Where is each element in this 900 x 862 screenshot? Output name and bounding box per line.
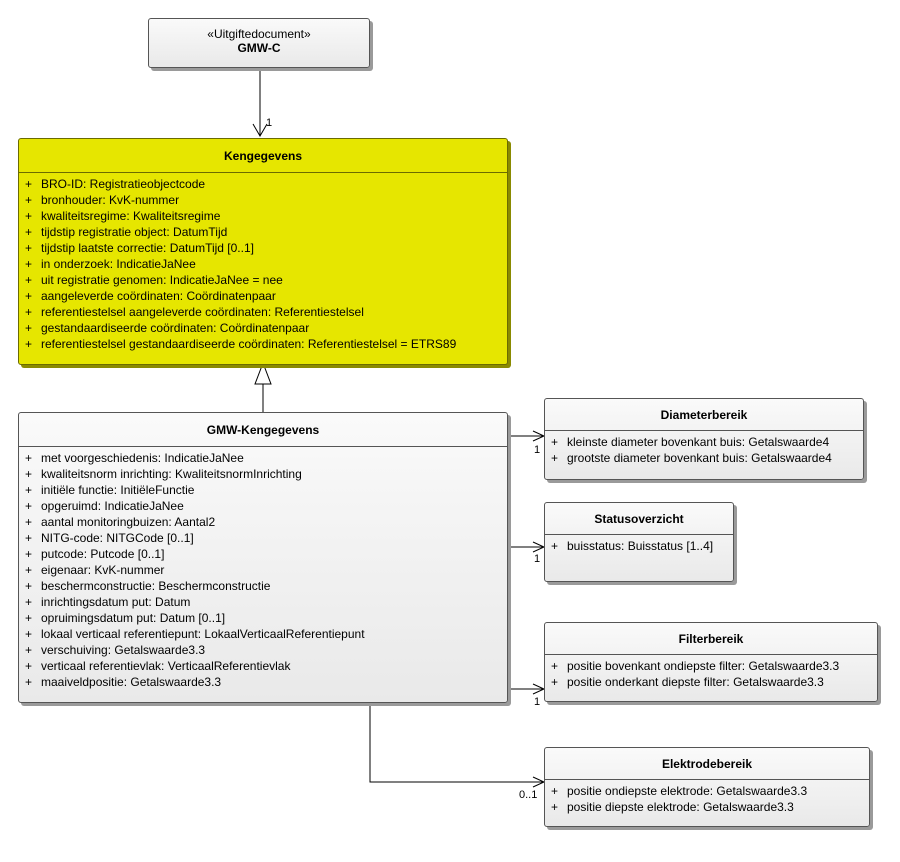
attribute-row: +kwaliteitsnorm inrichting: Kwaliteitsno… (25, 467, 302, 481)
association-diameterbereik (508, 430, 546, 442)
multiplicity-filter: 1 (534, 696, 541, 708)
attribute-row: +tijdstip laatste correctie: DatumTijd [… (25, 241, 254, 255)
class-statusoverzicht[interactable]: Statusoverzicht +buisstatus: Buisstatus … (544, 502, 734, 582)
attribute-list: +buisstatus: Buisstatus [1..4] (545, 535, 733, 554)
class-diameterbereik[interactable]: Diameterbereik +kleinste diameter bovenk… (544, 398, 864, 480)
attribute-row: +uit registratie genomen: IndicatieJaNee… (25, 273, 283, 287)
class-gmw-kengegevens[interactable]: GMW-Kengegevens +met voorgeschiedenis: I… (18, 412, 508, 703)
attribute-row: +tijdstip registratie object: DatumTijd (25, 225, 228, 239)
attribute-row: +verschuiving: Getalswaarde3.3 (25, 643, 206, 657)
attribute-list: +met voorgeschiedenis: IndicatieJaNee +k… (19, 447, 507, 690)
class-kengegevens[interactable]: Kengegevens +BRO-ID: Registratieobjectco… (18, 138, 508, 365)
multiplicity-gmwc: 1 (266, 117, 273, 129)
attribute-row: +in onderzoek: IndicatieJaNee (25, 257, 196, 271)
attribute-row: +met voorgeschiedenis: IndicatieJaNee (25, 451, 244, 465)
attribute-list: +kleinste diameter bovenkant buis: Getal… (545, 431, 863, 466)
generalization-arrow (254, 361, 272, 412)
attribute-row: +initiële functie: InitiëleFunctie (25, 483, 195, 497)
attribute-row: +referentiestelsel gestandaardiseerde co… (25, 337, 457, 351)
attribute-list: +BRO-ID: Registratieobjectcode +bronhoud… (19, 173, 507, 352)
attribute-row: +referentiestelsel aangeleverde coördina… (25, 305, 364, 319)
attribute-row: +kleinste diameter bovenkant buis: Getal… (551, 435, 830, 449)
attribute-row: +aangeleverde coördinaten: Coördinatenpa… (25, 289, 276, 303)
class-name: Elektrodebereik (545, 748, 869, 780)
attribute-row: +eigenaar: KvK-nummer (25, 563, 165, 577)
attribute-row: +positie onderkant diepste filter: Getal… (551, 675, 824, 689)
stereotype-label: «Uitgiftedocument» (207, 27, 311, 41)
attribute-row: +bronhouder: KvK-nummer (25, 193, 180, 207)
attribute-row: +grootste diameter bovenkant buis: Getal… (551, 451, 832, 465)
multiplicity-diameter: 1 (534, 444, 541, 456)
attribute-row: +putcode: Putcode [0..1] (25, 547, 165, 561)
attribute-row: +beschermconstructie: Beschermconstructi… (25, 579, 271, 593)
attribute-row: +lokaal verticaal referentiepunt: Lokaal… (25, 627, 365, 641)
attribute-row: +NITG-code: NITGCode [0..1] (25, 531, 194, 545)
class-header: «Uitgiftedocument» GMW-C (149, 19, 369, 55)
association-gmwc-kengegevens (252, 68, 268, 137)
attribute-row: +opgeruimd: IndicatieJaNee (25, 499, 184, 513)
attribute-list: +positie ondiepste elektrode: Getalswaar… (545, 780, 869, 815)
attribute-row: +positie ondiepste elektrode: Getalswaar… (551, 784, 808, 798)
attribute-row: +gestandaardiseerde coördinaten: Coördin… (25, 321, 310, 335)
class-name: Diameterbereik (545, 399, 863, 431)
class-gmw-c[interactable]: «Uitgiftedocument» GMW-C (148, 18, 370, 68)
attribute-list: +positie bovenkant ondiepste filter: Get… (545, 655, 877, 690)
attribute-row: +verticaal referentievlak: VerticaalRefe… (25, 659, 291, 673)
association-filterbereik (508, 683, 546, 695)
class-name: Kengegevens (19, 139, 507, 173)
class-name: Filterbereik (545, 623, 877, 655)
attribute-row: +kwaliteitsregime: Kwaliteitsregime (25, 209, 221, 223)
class-filterbereik[interactable]: Filterbereik +positie bovenkant ondiepst… (544, 622, 878, 702)
attribute-row: +maaiveldpositie: Getalswaarde3.3 (25, 675, 222, 689)
class-name: GMW-C (237, 41, 281, 55)
class-name: Statusoverzicht (545, 503, 733, 535)
attribute-row: +aantal monitoringbuizen: Aantal2 (25, 515, 216, 529)
attribute-row: +inrichtingsdatum put: Datum (25, 595, 191, 609)
multiplicity-elektrode: 0..1 (519, 789, 538, 801)
attribute-row: +positie bovenkant ondiepste filter: Get… (551, 659, 840, 673)
attribute-row: +positie diepste elektrode: Getalswaarde… (551, 800, 794, 814)
association-statusoverzicht (508, 541, 546, 553)
multiplicity-status: 1 (534, 553, 541, 565)
attribute-row: +buisstatus: Buisstatus [1..4] (551, 539, 714, 553)
class-elektrodebereik[interactable]: Elektrodebereik +positie ondiepste elekt… (544, 747, 870, 827)
attribute-row: +opruimingsdatum put: Datum [0..1] (25, 611, 226, 625)
class-name: GMW-Kengegevens (19, 413, 507, 447)
attribute-row: +BRO-ID: Registratieobjectcode (25, 177, 206, 191)
association-elektrodebereik (369, 703, 546, 788)
